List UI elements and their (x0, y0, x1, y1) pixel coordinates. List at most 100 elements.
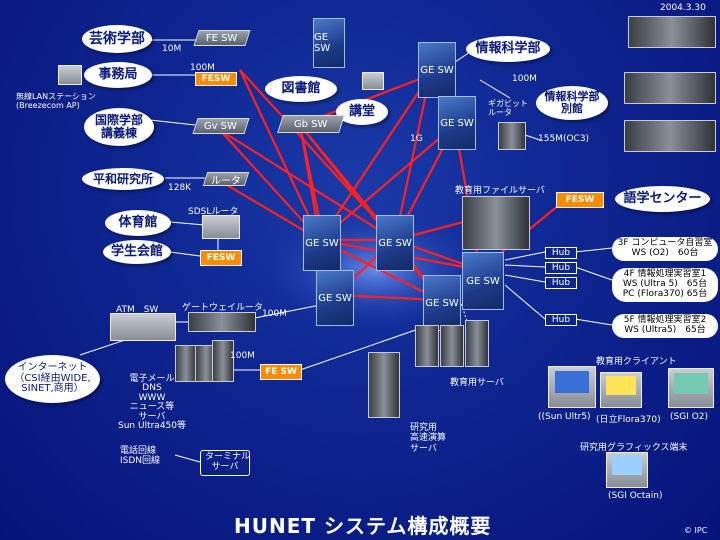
link-gakusei-fesw (169, 251, 201, 257)
label-wireless: 無線LANステーション (Breezecom AP) (16, 92, 96, 110)
cloud-kodo: 講堂 (336, 99, 388, 125)
label-100m-joho: 100M (512, 74, 537, 84)
link-hub-lab1 (574, 247, 613, 253)
link-hub1 (504, 251, 546, 261)
rack-equipment-3 (624, 120, 716, 152)
wireless-ap-kodo-icon (362, 72, 384, 90)
hub-3: Hub (545, 277, 577, 289)
client-hitachi-icon (600, 372, 642, 408)
ge-sw-core2: GE SW (376, 215, 414, 271)
ge-sw-top: GE SW (313, 18, 345, 68)
label-100m-srv: 100M (230, 351, 255, 361)
ge-sw-core5: GE SW (462, 252, 504, 310)
ge-sw-joho2: GE SW (438, 96, 476, 150)
link-hub2 (504, 264, 546, 268)
edu-server-2 (440, 325, 464, 367)
link-taiiku-sdsl (169, 221, 206, 226)
terminal-server: ターミナル サーバ (200, 450, 250, 476)
label-client: 教育用クライアント (596, 357, 677, 367)
label-128k: 128K (168, 183, 192, 193)
lab-3f: 3F コンピュータ自習室 WS (O2) 60台 (612, 237, 718, 261)
client-sgi-icon (668, 368, 714, 408)
label-1g: 1G (410, 134, 423, 144)
gigabit-router-icon (498, 122, 526, 150)
label-octain: (SGI Octain) (608, 491, 663, 501)
link-kokusai-gv (149, 119, 196, 126)
label-100m-top: 100M (190, 63, 215, 73)
page-title: HUNET システム構成概要 (234, 514, 492, 538)
hub-4: Hub (545, 314, 577, 326)
label-atm-sw: ATM SW (116, 305, 159, 315)
cloud-gogaku: 語学センター (615, 186, 710, 212)
hub-2: Hub (545, 262, 577, 274)
label-gateway: ゲートウェイルータ (182, 303, 264, 313)
link-hub3 (504, 274, 546, 283)
link-joho-cloud (454, 51, 471, 63)
label-sdsl: SDSLルータ (188, 207, 239, 217)
label-sun: ((Sun Ultr5) (538, 412, 591, 422)
link-gb-core4 (299, 124, 441, 301)
ge-sw-core1: GE SW (303, 215, 341, 271)
gateway-router-icon (188, 312, 256, 332)
label-oc3: 155M(OC3) (538, 134, 590, 144)
link-fe-core4 (299, 324, 431, 371)
label-edu-server: 教育用サーバ (450, 378, 504, 388)
fe-sw-top: FE SW (193, 30, 251, 46)
client-sun-icon (548, 366, 596, 408)
fe-sw-servers: FE SW (260, 364, 302, 380)
fesw-jimu: FESW (195, 72, 237, 86)
router-heiwa: ルータ (202, 172, 250, 187)
link-joho-core2 (393, 74, 432, 241)
hpc-server-icon (368, 352, 400, 418)
link-router-oc3 (524, 134, 541, 141)
gv-sw: Gv SW (192, 118, 250, 134)
lab-4f: 4F 情報処理実習室1 WS (Ultra 5) 65台 PC (Flora37… (612, 268, 718, 302)
ge-sw-core3: GE SW (316, 270, 354, 326)
label-gigabit-router: ギガビット ルータ (488, 99, 528, 117)
cloud-geijutsu: 芸術学部 (82, 25, 152, 53)
link-ge-top-core1 (239, 69, 321, 241)
mail-server-3 (212, 340, 234, 382)
cloud-joho-bekkan: 情報科学部 別館 (536, 86, 608, 120)
label-sgi: (SGI O2) (670, 412, 709, 422)
gb-sw: Gb SW (277, 115, 345, 133)
link-hub4 (504, 284, 546, 320)
cloud-toshokan: 図書館 (265, 76, 337, 102)
label-graphics: 研究用グラフィックス端末 (580, 443, 688, 453)
wireless-ap-icon (58, 65, 82, 85)
label-hpc: 研究用 高速演算 サーバ (410, 423, 447, 454)
date-label: 2004.3.30 (660, 3, 706, 13)
rack-equipment-1 (628, 16, 716, 48)
ge-sw-core4: GE SW (423, 275, 461, 331)
copyright: © IPC (684, 526, 708, 535)
label-hitachi: (日立Flora370) (596, 415, 661, 425)
file-server-icon (462, 196, 530, 250)
link-hub-lab2 (574, 266, 613, 281)
atm-sw-icon (110, 313, 176, 341)
ge-sw-joho: GE SW (418, 42, 456, 98)
cloud-kokusai: 国際学部 講義棟 (84, 108, 154, 146)
link-joho-bekkan (479, 79, 511, 99)
link-edu-servers (459, 299, 471, 331)
cloud-joho: 情報科学部 (466, 36, 550, 62)
cloud-heiwa: 平和研究所 (82, 168, 164, 190)
rack-equipment-2 (624, 72, 716, 104)
hub-1: Hub (545, 247, 577, 259)
link-hub-lab3 (574, 318, 613, 326)
link-terminal (174, 454, 201, 463)
cloud-internet: インターネット （CSI経由WIDE, SINET,商用） (5, 355, 100, 403)
label-10m: 10M (162, 44, 182, 54)
label-isdn: 電話回線 ISDN回線 (120, 446, 161, 466)
label-mail-servers: 電子メール DNS WWW ニュース等 サーバ Sun Ultra450等 (118, 374, 186, 432)
cloud-gakusei: 学生会館 (103, 240, 171, 264)
link-joho2-core1 (319, 124, 456, 241)
fesw-gakusei: FESW (200, 250, 242, 266)
lab-5f: 5F 情報処理実習室2 WS (Ultra5) 65台 (612, 314, 718, 338)
graphics-terminal-icon (606, 452, 648, 488)
cloud-taiiku: 体育館 (105, 210, 171, 236)
cloud-jimu: 事務局 (84, 62, 152, 88)
sdsl-router-icon (202, 215, 240, 239)
edu-server-3 (465, 320, 489, 367)
label-100m-gw: 100M (262, 309, 287, 319)
